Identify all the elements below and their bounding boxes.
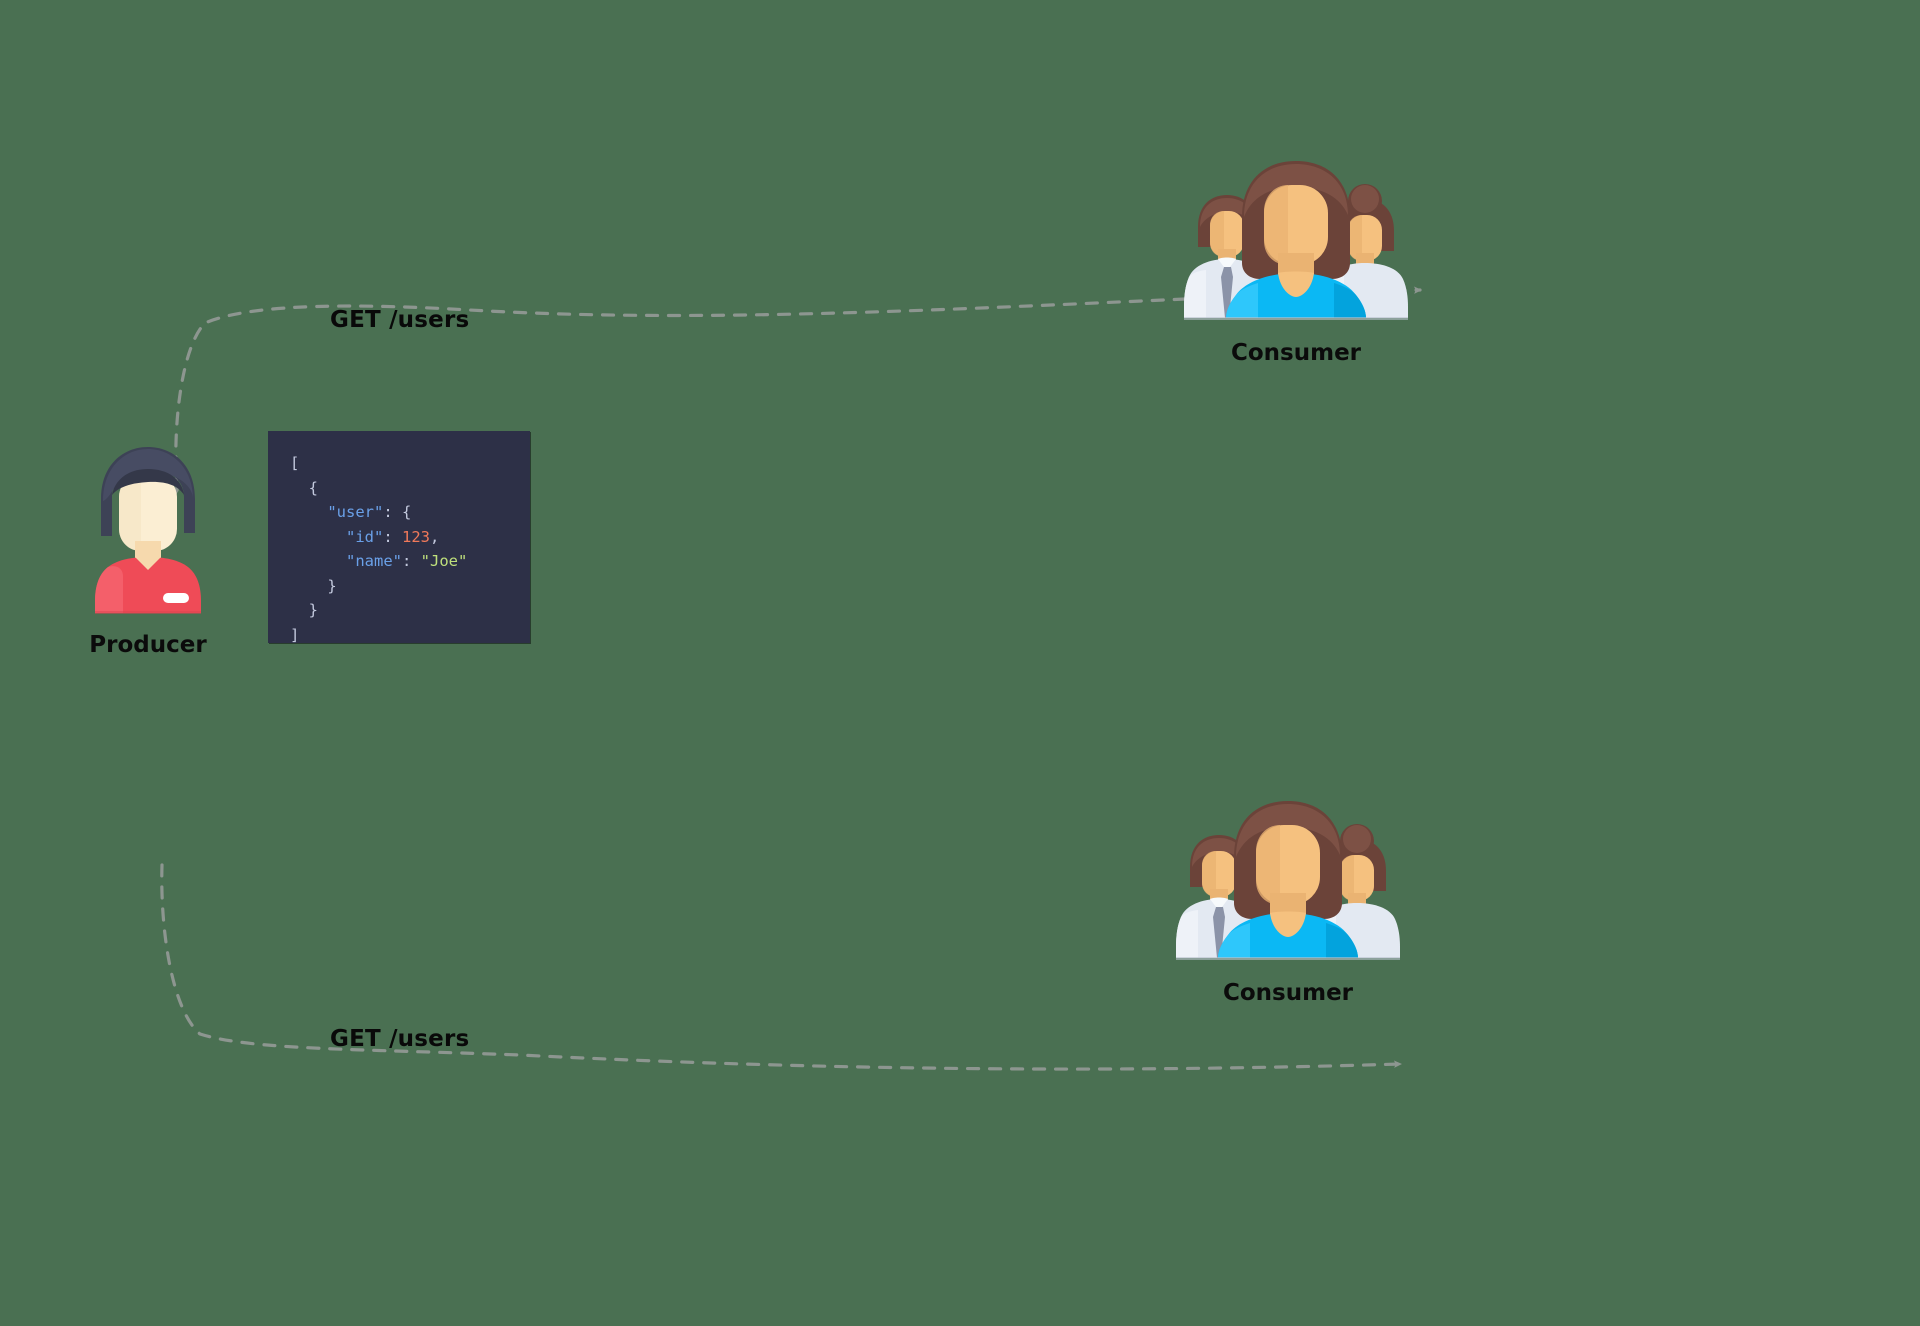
code-token-punct: } [327,576,337,595]
code-token-num: 123 [402,527,430,546]
producer-label: Producer [89,632,207,658]
consumer-bottom-avatar [1172,795,1404,965]
people-group-icon [1184,161,1408,320]
code-token-punct: ] [290,625,300,644]
code-token-punct: { [402,503,412,521]
code-token-punct: [ [290,454,300,472]
code-token-punct: } [308,601,319,619]
code-token-key: "name" [346,552,402,570]
code-content: [ { "user": { "id": 123, "name": "Joe" }… [268,431,530,643]
code-token-punct: { [308,478,319,497]
group-person-center [1218,801,1358,958]
single-person-avatar-icon [95,447,201,614]
json-response-code-block: [ { "user": { "id": 123, "name": "Joe" }… [268,431,530,643]
code-token-key: "user" [327,503,384,521]
code-token-punct: , [430,527,440,546]
consumer-top-label: Consumer [1230,340,1362,366]
edge-bottom-label: GET /users [330,1026,470,1052]
code-token-key: "id" [346,527,384,546]
code-token-colon: : [383,527,402,546]
code-token-str: "Joe" [420,552,468,570]
group-person-center [1226,161,1366,318]
edge-top-label: GET /users [330,307,470,333]
producer-avatar [83,441,213,616]
code-token-colon: : [402,552,421,570]
code-token-colon: : [383,503,402,521]
consumer-bottom-label: Consumer [1222,980,1354,1006]
consumer-top-avatar [1180,155,1412,325]
people-group-icon [1176,801,1400,960]
